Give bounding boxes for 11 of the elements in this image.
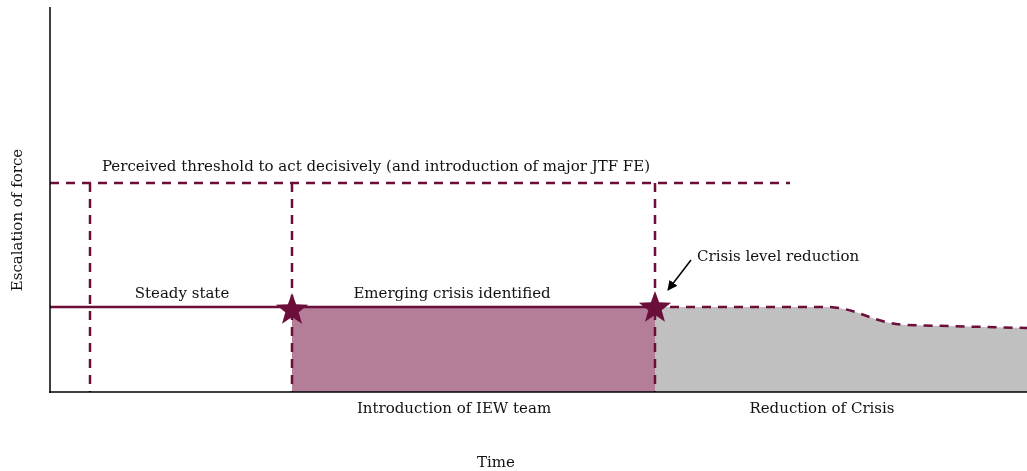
axis-title: Time [477,453,515,471]
phase-label: Steady state [134,284,230,302]
phase-label: Emerging crisis identified [353,284,551,302]
phase-label: Reduction of Crisis [749,399,895,417]
arrow [667,259,692,291]
phase-label: Introduction of IEW team [356,399,552,417]
axis-title: Escalation of force [8,148,26,292]
threshold-label: Perceived threshold to act decisively (and introduction of major JTF FE) [101,157,651,175]
star-marker [638,290,672,324]
star-marker [275,292,309,326]
annotation-text: Crisis level reduction [697,247,860,265]
